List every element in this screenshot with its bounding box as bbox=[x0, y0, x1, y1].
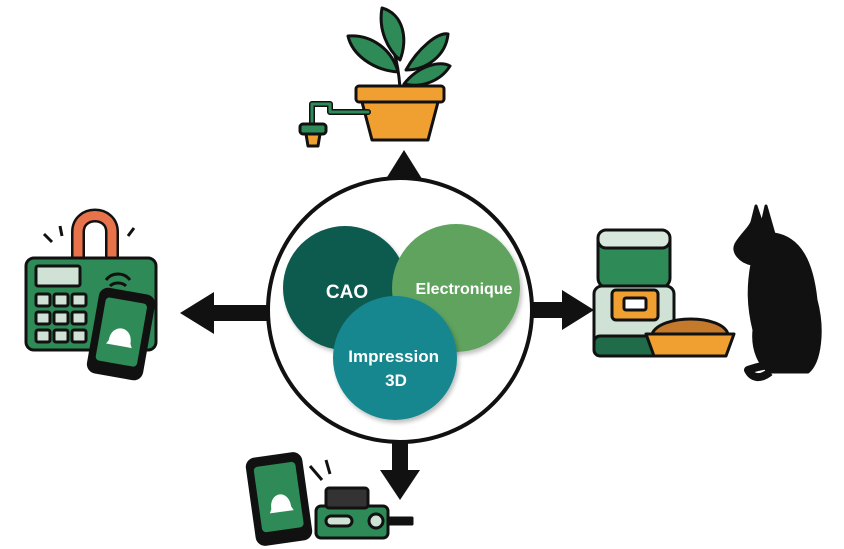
label-electronique: Electronique bbox=[416, 281, 513, 298]
pet-feeder-cat-icon bbox=[592, 204, 822, 381]
phone-alarm-device-icon bbox=[245, 452, 414, 546]
label-impression-3d: Impression 3D bbox=[348, 347, 443, 390]
watering-plant-icon bbox=[298, 6, 452, 148]
keypad-lock-phone-icon bbox=[24, 208, 158, 381]
arrow-left bbox=[180, 292, 270, 334]
venn-circle-impression-3d bbox=[333, 296, 457, 420]
venn-diagram: CAO Electronique Impression 3D bbox=[283, 224, 520, 420]
label-cao: CAO bbox=[326, 282, 368, 303]
